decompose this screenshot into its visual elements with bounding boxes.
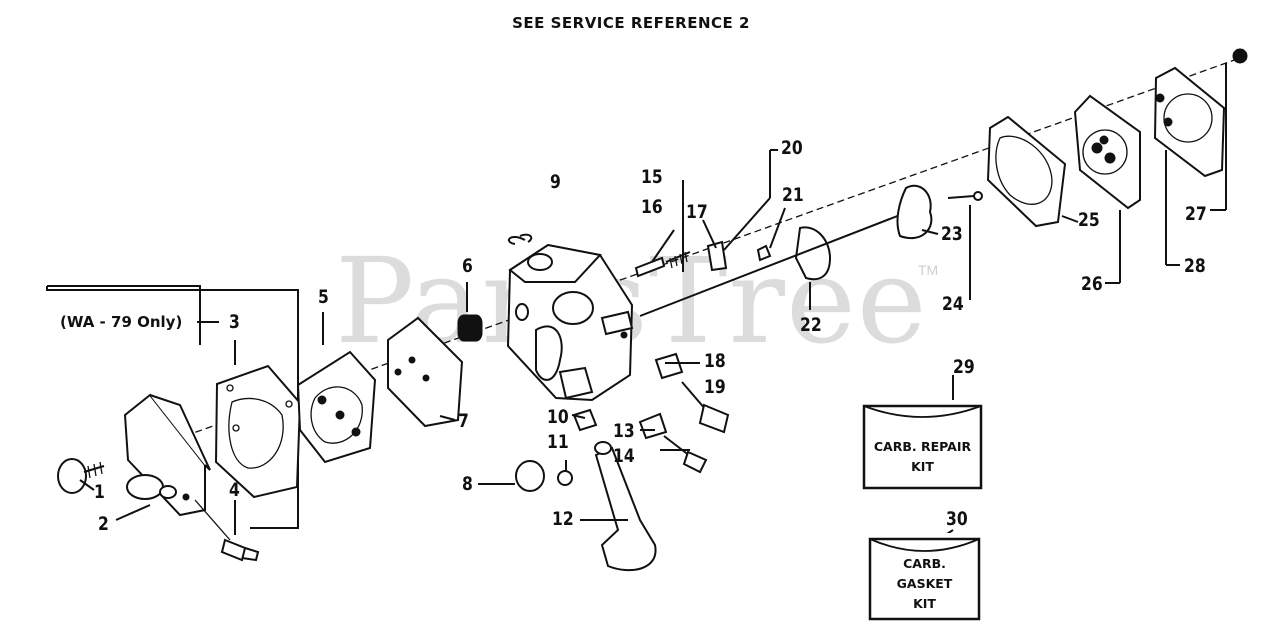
leader-lines [79, 63, 1227, 546]
callout-8: 8 [462, 473, 473, 495]
callout-29: 29 [953, 356, 975, 378]
part-15-16-pin-spring [634, 251, 691, 278]
envelope-icon [868, 537, 981, 621]
callout-3: 3 [229, 311, 240, 333]
repair-kit-line-1: CARB. REPAIR [873, 439, 972, 454]
part-6-screen [457, 314, 483, 342]
carb-gasket-kit-envelope: CARB. GASKET KIT [866, 533, 983, 623]
callout-18: 18 [704, 350, 726, 372]
callout-27: 27 [1185, 203, 1207, 225]
callout-11: 11 [547, 431, 569, 453]
callout-10: 10 [547, 406, 569, 428]
diagram-title: SEE SERVICE REFERENCE 2 [512, 14, 750, 32]
part-28-cover [1153, 66, 1226, 178]
part-23-butterfly [896, 184, 933, 239]
callout-6: 6 [462, 255, 473, 277]
part-20-screw [723, 197, 771, 251]
repair-kit-line-2: KIT [911, 459, 934, 474]
callout-12: 12 [552, 508, 574, 530]
callout-24: 24 [942, 293, 964, 315]
callout-25: 25 [1078, 209, 1100, 231]
part-12-lever [594, 441, 657, 572]
gasket-kit-line-3: KIT [913, 596, 936, 611]
callout-22: 22 [800, 314, 822, 336]
part-1-screw [57, 458, 105, 494]
part-11-washer [557, 470, 573, 486]
callout-9: 9 [550, 171, 561, 193]
callout-16: 16 [641, 196, 663, 218]
callout-28: 28 [1184, 255, 1206, 277]
part-3-gasket [214, 364, 302, 499]
wa79-bracket-top [47, 285, 201, 345]
callout-19: 19 [704, 376, 726, 398]
callout-13: 13 [613, 420, 635, 442]
part-24-screw [947, 195, 975, 199]
part-4-screw [194, 499, 260, 562]
wa79-note: (WA - 79 Only) [60, 313, 183, 331]
gasket-kit-line-1: CARB. [903, 556, 946, 571]
callout-20: 20 [781, 137, 803, 159]
wa79-bracket [46, 286, 299, 529]
callout-17: 17 [686, 201, 708, 223]
part-13-14-needle [638, 412, 708, 474]
carb-repair-kit-envelope: CARB. REPAIR KIT [860, 400, 985, 492]
gasket-kit-line-2: GASKET [896, 576, 953, 591]
callout-1: 1 [94, 481, 105, 503]
watermark-trademark: TM [918, 262, 939, 278]
part-22-plate [794, 226, 832, 281]
callout-23: 23 [941, 223, 963, 245]
part-9-clip [507, 233, 533, 245]
part-5-gasket [296, 350, 377, 464]
carburetor-body [506, 243, 634, 402]
callout-2: 2 [98, 513, 109, 535]
part-25-gasket [986, 115, 1067, 228]
part-17-lever [706, 240, 728, 272]
callout-4: 4 [229, 479, 240, 501]
part-21-spring [756, 244, 772, 262]
part-26-pump [1073, 94, 1141, 210]
part-7-diaphragm [387, 316, 464, 428]
part-2-bracket [123, 393, 211, 517]
callout-14: 14 [613, 445, 635, 467]
envelope-icon [862, 404, 983, 490]
throttle-shaft [639, 214, 901, 317]
callout-15: 15 [641, 166, 663, 188]
callout-5: 5 [318, 286, 329, 308]
callout-7: 7 [458, 410, 469, 432]
callout-26: 26 [1081, 273, 1103, 295]
part-8-disc [515, 460, 545, 492]
part-18-19-needle [654, 352, 730, 434]
part-27-screw [1232, 48, 1248, 64]
part-10-spring [572, 408, 598, 432]
callout-21: 21 [782, 184, 804, 206]
callout-30: 30 [946, 508, 968, 530]
